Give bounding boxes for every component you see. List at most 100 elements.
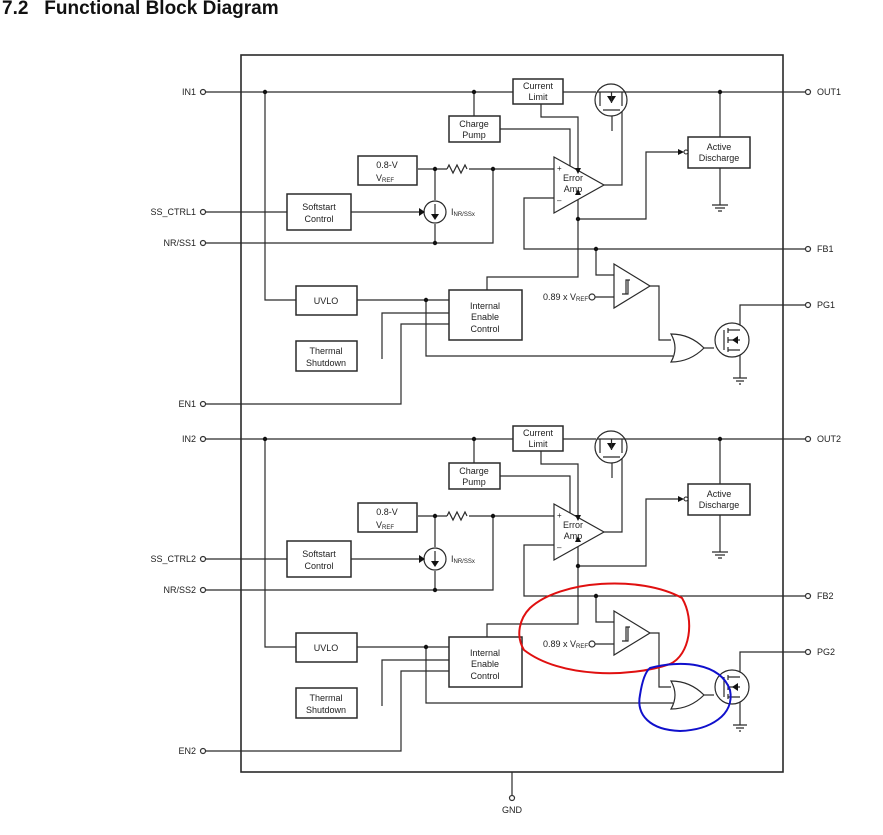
- svg-text:UVLO: UVLO: [314, 296, 339, 306]
- softstart-control-block: [286, 193, 352, 231]
- svg-text:Current: Current: [523, 81, 554, 91]
- or-gate-icon: [669, 680, 705, 710]
- section-title: 7.2 Functional Block Diagram: [2, 0, 279, 19]
- comp-to-or: [650, 285, 671, 341]
- fb-wire: [523, 197, 806, 250]
- svg-text:Charge: Charge: [459, 119, 489, 129]
- or-gate-icon: [669, 333, 705, 363]
- in2-pin[interactable]: [199, 435, 207, 443]
- enable-to-amp: [486, 190, 579, 290]
- nr-ss-wire: [205, 169, 494, 244]
- svg-text:Control: Control: [470, 671, 499, 681]
- en2-label: EN2: [178, 746, 196, 756]
- svg-text:Discharge: Discharge: [699, 500, 740, 510]
- ss-ctrl1-pin[interactable]: [199, 208, 207, 216]
- svg-text:Control: Control: [304, 561, 333, 571]
- pg-fet-wires: [739, 651, 806, 725]
- en1-pin[interactable]: [199, 400, 207, 408]
- fb1-label: FB1: [817, 244, 834, 254]
- in1-pin[interactable]: [199, 88, 207, 96]
- pg-comparator: [613, 609, 652, 657]
- pg1-pin[interactable]: [804, 301, 812, 309]
- svg-text:Active: Active: [707, 142, 732, 152]
- ss-ctrl2-label: SS_CTRL2: [150, 554, 196, 564]
- out1-label: OUT1: [817, 87, 841, 97]
- svg-text:Amp: Amp: [564, 531, 583, 541]
- charge-pump-block: [448, 462, 501, 490]
- svg-text:Softstart: Softstart: [302, 202, 336, 212]
- current-limit-block: [512, 78, 564, 105]
- vref-block: [357, 502, 418, 533]
- nr-ss-wire: [205, 516, 494, 591]
- amp-to-gate: [604, 110, 623, 186]
- svg-text:Error: Error: [563, 173, 583, 183]
- amp-to-gate: [604, 457, 623, 533]
- uvlo-block: [295, 632, 358, 663]
- softstart-control-block: [286, 540, 352, 578]
- charge-pump-to-amp: [500, 475, 571, 519]
- svg-text:Limit: Limit: [528, 439, 548, 449]
- svg-text:+: +: [557, 511, 562, 520]
- svg-text:–: –: [557, 196, 562, 205]
- svg-text:Shutdown: Shutdown: [306, 358, 346, 368]
- nr-ss2-pin[interactable]: [199, 586, 207, 594]
- ground-icon: [712, 551, 728, 559]
- svg-text:UVLO: UVLO: [314, 643, 339, 653]
- resistor-icon: [446, 163, 468, 175]
- thermal-shutdown-block: [295, 340, 358, 372]
- current-limit-block: [512, 425, 564, 452]
- enable-to-amp: [486, 537, 579, 637]
- pass-fet-icon: [594, 83, 628, 117]
- svg-text:0.89 x VREF: 0.89 x VREF: [543, 639, 588, 650]
- svg-text:Thermal: Thermal: [309, 346, 342, 356]
- uvlo-feed: [264, 439, 296, 648]
- nr-ss1-pin[interactable]: [199, 239, 207, 247]
- svg-text:Shutdown: Shutdown: [306, 705, 346, 715]
- svg-text:Discharge: Discharge: [699, 153, 740, 163]
- svg-text:Pump: Pump: [462, 130, 486, 140]
- enable-to-discharge: [578, 498, 680, 567]
- out2-pin[interactable]: [804, 435, 812, 443]
- current-source-icon: [419, 200, 447, 224]
- gnd-pin[interactable]: [508, 794, 516, 802]
- svg-text:Limit: Limit: [528, 92, 548, 102]
- ss-ctrl2-pin[interactable]: [199, 555, 207, 563]
- uvlo-to-or: [425, 647, 673, 704]
- svg-text:Enable: Enable: [471, 659, 499, 669]
- ground-icon: [712, 204, 728, 212]
- nr-ss2-label: NR/SS2: [163, 585, 196, 595]
- current-limit-to-amp: [540, 451, 579, 519]
- fb-wire: [523, 544, 806, 597]
- fb2-pin[interactable]: [804, 592, 812, 600]
- fb1-pin[interactable]: [804, 245, 812, 253]
- comp-to-or: [650, 632, 671, 688]
- out1-pin[interactable]: [804, 88, 812, 96]
- charge-pump-block: [448, 115, 501, 143]
- pg-fet-wires: [739, 304, 806, 378]
- vref-block: [357, 155, 418, 186]
- red-annotation-circle: [518, 582, 691, 675]
- internal-enable-control-block: [448, 289, 523, 341]
- en2-pin[interactable]: [199, 747, 207, 755]
- svg-text:0.89 x VREF: 0.89 x VREF: [543, 292, 588, 303]
- pg-comparator: [613, 262, 652, 310]
- internal-enable-control-block: [448, 636, 523, 688]
- current-source-icon: [419, 547, 447, 571]
- gnd-label: GND: [502, 805, 523, 815]
- fb-to-comp: [595, 249, 614, 276]
- hysteresis-icon: [622, 626, 630, 642]
- pass-fet-icon: [594, 430, 628, 464]
- svg-text:VREF: VREF: [376, 173, 394, 184]
- svg-text:Pump: Pump: [462, 477, 486, 487]
- svg-text:Control: Control: [470, 324, 499, 334]
- ss-ctrl1-label: SS_CTRL1: [150, 207, 196, 217]
- svg-text:0.8-V: 0.8-V: [376, 160, 398, 170]
- pg2-label: PG2: [817, 647, 835, 657]
- svg-text:Active: Active: [707, 489, 732, 499]
- svg-text:VREF: VREF: [376, 520, 394, 531]
- pg1-label: PG1: [817, 300, 835, 310]
- active-discharge-block: [687, 483, 751, 516]
- hysteresis-icon: [622, 279, 630, 295]
- pg2-pin[interactable]: [804, 648, 812, 656]
